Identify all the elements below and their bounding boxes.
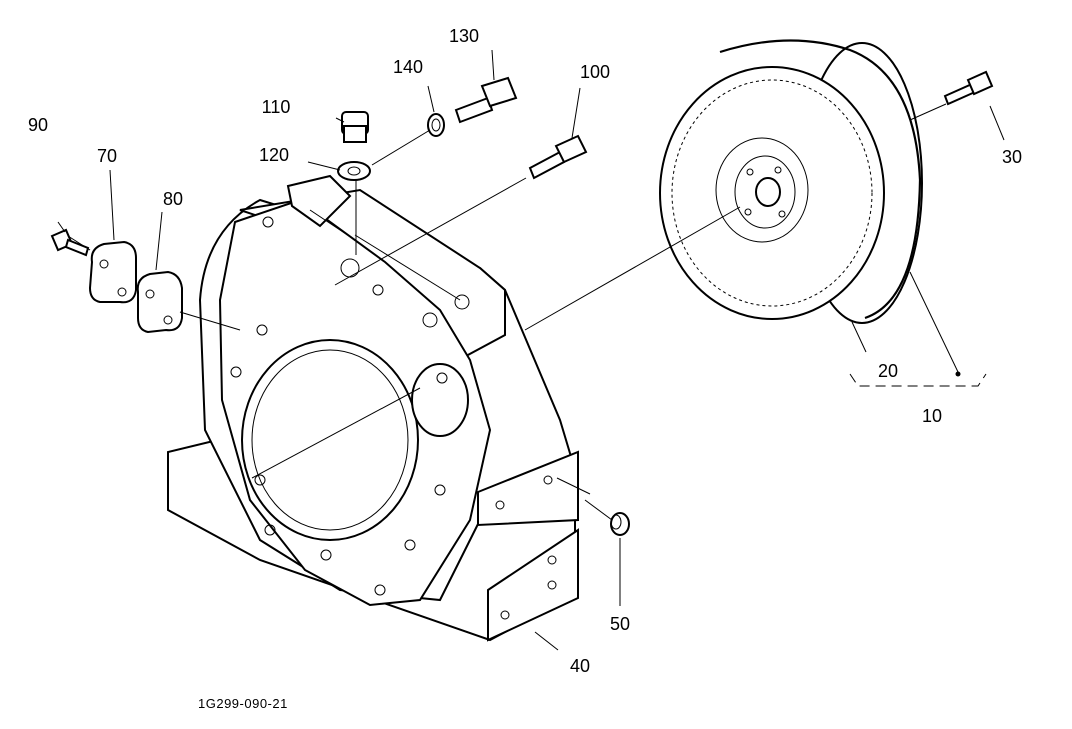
callout-140: 140	[393, 57, 423, 77]
callout-80: 80	[163, 189, 183, 209]
callout-70: 70	[97, 146, 117, 166]
callout-50: 50	[610, 614, 630, 634]
callout-30: 30	[1002, 147, 1022, 167]
gasket-80	[136, 270, 183, 334]
group-dot	[955, 371, 961, 377]
washer-140	[427, 113, 445, 137]
washer-120	[337, 161, 371, 181]
callout-90: 90	[28, 115, 48, 135]
callout-110: 110	[262, 97, 291, 117]
drawing-code: 1G299-090-21	[198, 696, 288, 711]
bolt-100	[528, 134, 588, 180]
callout-20: 20	[878, 361, 898, 381]
callout-40: 40	[570, 656, 590, 676]
plug-110	[341, 111, 369, 143]
callout-120: 120	[259, 145, 289, 165]
callouts: 10 20 30 40 50 70 80 90 100 110 120 130 …	[28, 26, 1022, 676]
bolt-90	[50, 228, 90, 257]
bolt-30	[943, 70, 994, 106]
flywheel-housing	[167, 174, 579, 642]
cover-70	[88, 240, 137, 304]
callout-130: 130	[449, 26, 479, 46]
group-bracket-10	[849, 373, 987, 387]
bolt-130	[454, 76, 518, 124]
flywheel	[659, 39, 923, 324]
plug-50	[610, 512, 630, 536]
callout-100: 100	[580, 62, 610, 82]
callout-10: 10	[922, 406, 942, 426]
leader-lines	[57, 49, 1005, 651]
